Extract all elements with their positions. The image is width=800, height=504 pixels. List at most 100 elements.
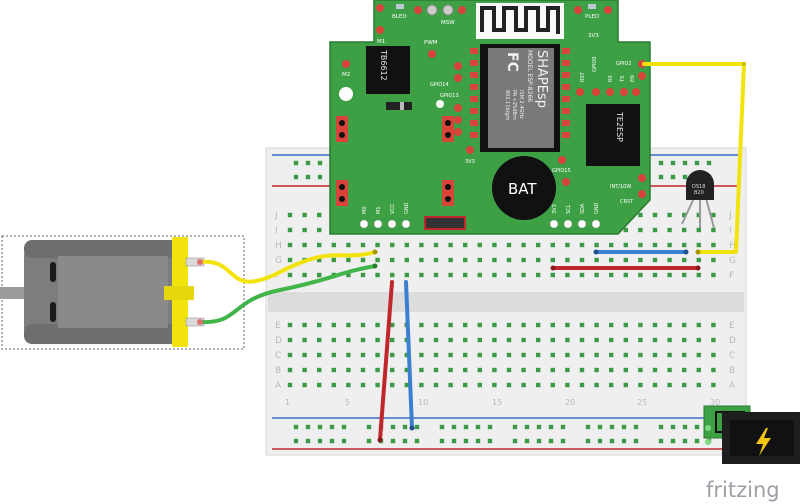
breadboard-hole [487,424,493,430]
row-letter-g-right: G [729,256,736,266]
breadboard-hole [448,352,453,358]
header-label-m0: M0 [362,207,368,215]
breadboard-hole [670,174,676,180]
int-label: INT/10W [610,184,631,190]
esp-spec-3: 802.11b/g/n [504,90,510,120]
breadboard-hole [419,337,424,343]
dc-power-jack[interactable] [703,405,800,464]
breadboard-hole [667,367,672,373]
breadboard-hole [302,212,307,218]
breadboard-hole [317,337,322,343]
row-letter-c-right: C [729,351,735,361]
row-letter-d: D [275,336,282,346]
breadboard-hole [419,242,424,248]
breadboard-hole [638,272,643,278]
wire-blue-vertical[interactable] [404,280,414,430]
row-letter-h: H [275,241,282,251]
breadboard-hole [711,242,716,248]
breadboard-hole [565,367,570,373]
breadboard-hole [287,272,293,278]
breadboard-hole [696,257,701,263]
breadboard-hole [550,352,555,358]
breadboard-hole [317,174,323,180]
tb6612-label: TB6612 [379,49,388,81]
row-letter-j: J [274,211,278,221]
breadboard-hole [305,438,311,444]
breadboard-hole [390,242,395,248]
wire-gpio2-yellow[interactable] [642,62,746,254]
breadboard-hole [451,438,457,444]
breadboard-hole [390,438,396,444]
breadboard-hole [682,257,687,263]
breadboard-hole [302,337,307,343]
breadboard-hole [463,337,468,343]
capacitor [339,87,353,101]
gpio13-label: GPIO13 [440,93,459,99]
breadboard-hole [360,322,366,328]
esp-shield-board: BLED PLED MSW 3V3 M1 SHAPEsp MODE [329,0,651,235]
breadboard-hole [287,257,293,263]
3v3-top-label: 3V3 [588,33,599,39]
breadboard-hole [492,272,497,278]
row-letter-j-right: J [728,211,732,221]
esp-model: MODEL ESP-8266 [526,50,533,102]
dc-motor[interactable] [0,235,245,350]
tx-label: TX [620,75,626,83]
breadboard-hole [711,257,716,263]
breadboard-hole [492,352,497,358]
breadboard-hole [506,337,512,343]
breadboard-hole [560,424,566,430]
breadboard-hole [317,382,322,388]
breadboard-hole [390,337,395,343]
breadboard-hole [623,227,628,233]
battery [492,156,556,220]
wire-motor-green[interactable] [198,264,377,325]
pwm-label: PWM [424,40,438,46]
row-letter-h-right: H [729,241,736,251]
breadboard-hole [419,352,424,358]
bottom-header-pins [359,219,601,229]
breadboard-hole [360,367,366,373]
breadboard-hole [521,382,526,388]
esp-spec-2: PA +25dBm [511,90,517,120]
breadboard-hole [682,227,687,233]
breadboard-hole [287,322,293,328]
breadboard-hole [305,174,311,180]
breadboard-hole [521,272,526,278]
ds18b20-sensor[interactable]: DS18 B20 [681,170,715,229]
breadboard-hole [302,382,307,388]
breadboard-hole [419,367,424,373]
breadboard-hole [477,382,482,388]
breadboard-hole [579,272,585,278]
header-left-lower [336,180,348,206]
breadboard-hole [287,367,293,373]
wire-endpoints [372,249,701,443]
wire-motor-yellow[interactable] [198,250,377,284]
breadboard-hole [667,322,672,328]
pled-led [588,4,596,9]
breadboard-hole [317,242,322,248]
3v3-mid-label: 3V3 [465,159,475,165]
breadboard-hole [623,382,628,388]
breadboard-hole [433,257,439,263]
breadboard-hole [375,242,380,248]
breadboard-hole [492,382,497,388]
breadboard-hole [652,367,658,373]
breadboard-hole [579,337,585,343]
breadboard-hole [390,424,396,430]
breadboard-hole [711,227,716,233]
breadboard-hole [609,337,614,343]
breadboard-hole [448,322,453,328]
breadboard-hole [658,174,664,180]
breadboard-hole [550,257,555,263]
breadboard-hole [623,352,628,358]
breadboard-hole [521,257,526,263]
wire-red-vertical[interactable] [378,280,394,442]
breadboard-hole [414,424,420,430]
header-label-gnd-right: GND [594,202,600,214]
breadboard-hole [404,257,409,263]
gpio0-label: GPIO0 [592,57,598,72]
breadboard-hole [402,438,408,444]
bled-label: BLED [392,14,407,20]
column-number-5: 5 [345,398,350,407]
